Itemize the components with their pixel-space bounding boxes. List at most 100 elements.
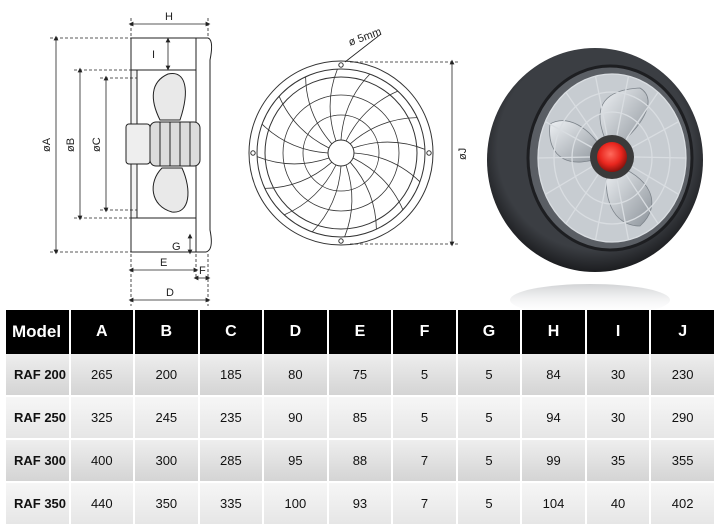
photo-guard-spoke bbox=[544, 165, 593, 195]
side-motor bbox=[125, 121, 201, 167]
cell: 84 bbox=[522, 354, 585, 397]
cell: 5 bbox=[457, 354, 521, 397]
mount-hole-top bbox=[338, 62, 344, 68]
cell: 7 bbox=[393, 483, 456, 526]
table-header-row: Model A B C D E F G H I J bbox=[6, 310, 714, 354]
cell: 104 bbox=[522, 483, 585, 526]
cell: 230 bbox=[651, 354, 714, 397]
grill-spoke bbox=[329, 68, 338, 142]
photo-hub-cap bbox=[597, 142, 627, 172]
photo-guard-spoke bbox=[537, 156, 591, 159]
photo-guard bbox=[537, 73, 687, 243]
grill-spoke bbox=[256, 156, 330, 165]
col-header-model: Model bbox=[6, 310, 69, 354]
label-h: H bbox=[165, 11, 173, 23]
product-photo bbox=[487, 48, 703, 310]
cell: 30 bbox=[586, 354, 650, 397]
cell: 5 bbox=[457, 397, 521, 440]
cell: 5 bbox=[457, 440, 521, 483]
cell: 440 bbox=[70, 483, 134, 526]
grill-spoke bbox=[353, 152, 421, 183]
cell: 40 bbox=[586, 483, 650, 526]
col-header-e: E bbox=[328, 310, 392, 354]
cell: 285 bbox=[199, 440, 263, 483]
table-row: RAF 200 265 200 185 80 75 5 5 84 30 230 bbox=[6, 354, 714, 397]
cell: 94 bbox=[522, 397, 585, 440]
label-hole: ø 5mm bbox=[347, 26, 383, 49]
cell: 5 bbox=[393, 397, 456, 440]
label-g: G bbox=[172, 241, 181, 253]
grill-spoke bbox=[349, 117, 418, 145]
grill-spoke bbox=[305, 76, 333, 145]
cell: 35 bbox=[586, 440, 650, 483]
table-row: RAF 300 400 300 285 95 88 7 5 99 35 355 bbox=[6, 440, 714, 483]
col-header-h: H bbox=[522, 310, 585, 354]
cell: 93 bbox=[328, 483, 392, 526]
side-blade-bottom bbox=[152, 167, 189, 213]
mount-hole-right bbox=[426, 150, 432, 156]
col-header-c: C bbox=[199, 310, 263, 354]
label-j: øJ bbox=[457, 148, 469, 160]
label-d: D bbox=[166, 287, 174, 299]
cell: 185 bbox=[199, 354, 263, 397]
label-c: øC bbox=[91, 137, 103, 152]
photo-guard-spoke bbox=[565, 91, 599, 141]
cell: 90 bbox=[264, 397, 327, 440]
cell: 80 bbox=[264, 354, 327, 397]
cell: 355 bbox=[651, 440, 714, 483]
mount-hole-left bbox=[250, 150, 256, 156]
cell: 200 bbox=[135, 354, 198, 397]
label-b: øB bbox=[65, 138, 77, 152]
photo-reflection bbox=[510, 284, 670, 310]
grill-spoke bbox=[352, 157, 404, 210]
cell: 300 bbox=[135, 440, 198, 483]
label-e: E bbox=[160, 257, 167, 269]
cell: 265 bbox=[70, 354, 134, 397]
technical-drawings: H I øA øB øC G E F D ø 5mm øJ bbox=[41, 11, 703, 310]
front-view-drawing: ø 5mm øJ bbox=[248, 26, 469, 247]
photo-guard-spoke bbox=[625, 173, 659, 225]
photo-guard-spoke bbox=[625, 91, 659, 141]
photo-guard-spoke bbox=[631, 165, 680, 195]
photo-guard-spoke bbox=[616, 75, 630, 136]
cell-model: RAF 200 bbox=[6, 354, 69, 397]
mount-hole-bottom bbox=[338, 238, 344, 244]
cell: 350 bbox=[135, 483, 198, 526]
col-header-i: I bbox=[586, 310, 650, 354]
label-f: F bbox=[199, 265, 206, 277]
cell-model: RAF 300 bbox=[6, 440, 69, 483]
grill-spoke bbox=[311, 165, 342, 233]
grill-spoke bbox=[261, 123, 329, 154]
grill-spoke bbox=[278, 96, 330, 149]
cell: 325 bbox=[70, 397, 134, 440]
photo-guard-spoke bbox=[594, 75, 608, 136]
grill-spoke bbox=[284, 164, 337, 216]
cell: 402 bbox=[651, 483, 714, 526]
cell-model: RAF 350 bbox=[6, 483, 69, 526]
grill-spoke bbox=[264, 161, 333, 189]
col-header-a: A bbox=[70, 310, 134, 354]
cell: 245 bbox=[135, 397, 198, 440]
photo-guard-spoke bbox=[631, 121, 680, 149]
col-header-f: F bbox=[393, 310, 456, 354]
label-i: I bbox=[152, 49, 155, 61]
side-view-drawing: H I øA øB øC G E F D bbox=[41, 11, 213, 306]
photo-guard-spoke bbox=[594, 178, 608, 241]
cell: 7 bbox=[393, 440, 456, 483]
cell: 335 bbox=[199, 483, 263, 526]
col-header-g: G bbox=[457, 310, 521, 354]
cell: 99 bbox=[522, 440, 585, 483]
cell: 5 bbox=[393, 354, 456, 397]
side-blade-top bbox=[152, 73, 186, 121]
cell-model: RAF 250 bbox=[6, 397, 69, 440]
col-header-b: B bbox=[135, 310, 198, 354]
cell: 85 bbox=[328, 397, 392, 440]
spec-table: Model A B C D E F G H I J RAF 200 265 20… bbox=[4, 310, 716, 526]
grill-spoke bbox=[345, 90, 398, 142]
table-row: RAF 350 440 350 335 100 93 7 5 104 40 40… bbox=[6, 483, 714, 526]
photo-guard-spoke bbox=[616, 178, 630, 241]
cell: 100 bbox=[264, 483, 327, 526]
cell: 235 bbox=[199, 397, 263, 440]
grill-spoke bbox=[340, 73, 371, 141]
front-grill bbox=[248, 60, 434, 246]
